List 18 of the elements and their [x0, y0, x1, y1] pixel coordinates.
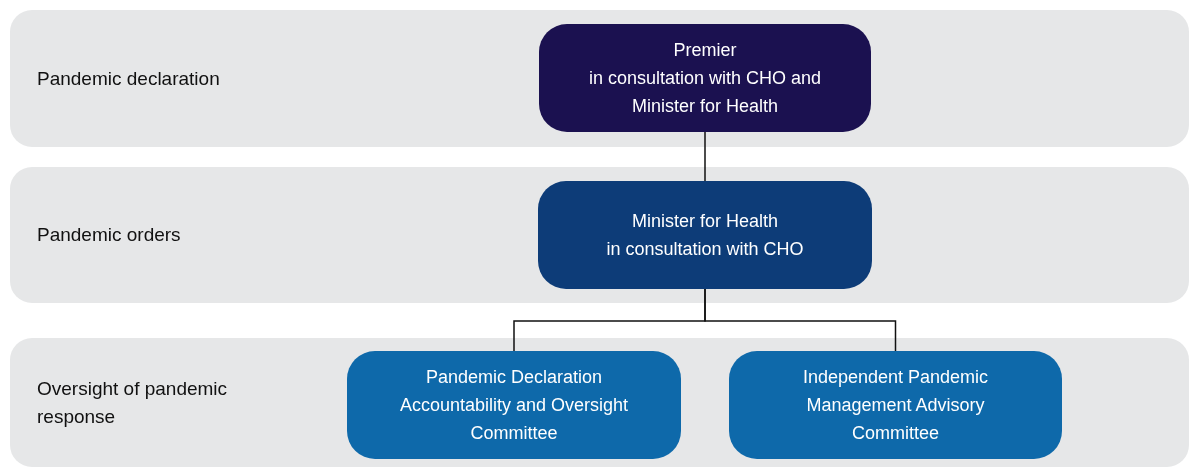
- role-text: Minister for Health: [630, 210, 780, 233]
- tier-label: Oversight of pandemic response: [37, 376, 229, 429]
- tier-label: Pandemic declaration: [37, 66, 221, 91]
- role-text: in consultation with CHO: [605, 238, 805, 261]
- role-text: Pandemic Declaration Accountability and Oversight Committee: [398, 366, 630, 445]
- role-box: [538, 181, 872, 289]
- role-box: [347, 351, 681, 459]
- connector-line: [704, 288, 897, 352]
- connector-line: [704, 131, 706, 182]
- role-text: in consultation with CHO and Minister for Health: [587, 67, 823, 118]
- role-text: Premier: [672, 39, 738, 62]
- tier-band: [10, 10, 1189, 147]
- tier-band: [10, 338, 1189, 467]
- tier-band: [10, 167, 1189, 303]
- role-box: [539, 24, 871, 132]
- role-box: [729, 351, 1062, 459]
- role-text: Independent Pandemic Management Advisory Committee: [801, 366, 990, 445]
- tier-label: Pandemic orders: [37, 223, 182, 247]
